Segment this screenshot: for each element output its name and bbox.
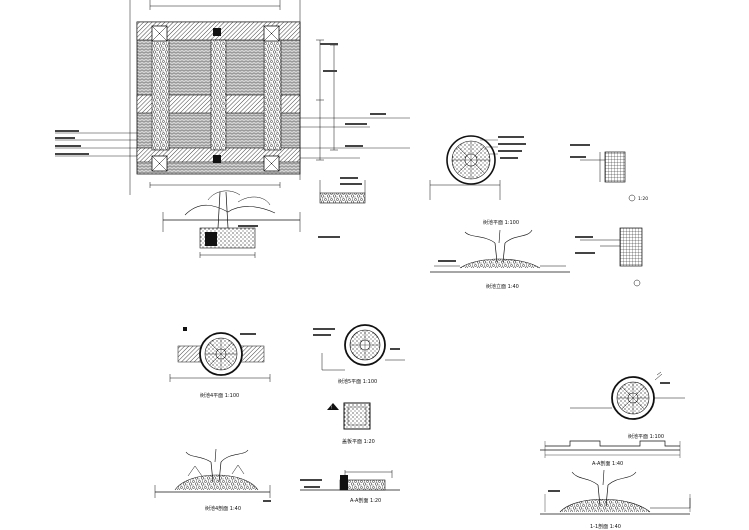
tree-pool-plan-right	[570, 371, 685, 420]
tree-pool-5-plan-label: 树池5平面 1:100	[338, 378, 377, 385]
tree-pool-plan-top	[429, 135, 526, 200]
section-right-b	[540, 469, 691, 515]
section-right-a-label: A-A剖面 1:40	[592, 460, 623, 467]
section-aa	[300, 470, 400, 491]
cover-plate-plan: !	[327, 402, 371, 430]
paving-plan	[55, 0, 410, 195]
svg-text:!: !	[331, 405, 333, 410]
tree-pool-plan-label: 树池平面 1:100	[483, 219, 519, 226]
tree-pool-right-plan-label: 树池平面 1:100	[628, 433, 664, 440]
tree-pool-elevation-label: 树池立面 1:40	[486, 283, 519, 290]
wall-detail-top	[570, 144, 636, 202]
pool-section-small	[162, 190, 301, 258]
tree-pool-5-plan	[313, 324, 405, 371]
section-aa-label: A-A剖面 1:20	[350, 497, 381, 504]
tree-pool-4-plan	[169, 327, 271, 382]
wall-detail-middle	[575, 227, 643, 287]
section-right-b-label: 1-1剖面 1:40	[590, 523, 621, 530]
tree-pool-4-plan-label: 树池4平面 1:100	[200, 392, 239, 399]
tree-pool-4-section	[154, 448, 271, 502]
detail-symbol-label-top: 1:20	[638, 196, 648, 202]
section-right-a	[540, 440, 681, 458]
tree-pool-elevation-top	[430, 229, 570, 273]
tree-pool-4-section-label: 树池4剖面 1:40	[205, 505, 241, 512]
detail-strip	[318, 177, 366, 238]
cover-plate-plan-label: 盖板平面 1:20	[342, 438, 375, 445]
